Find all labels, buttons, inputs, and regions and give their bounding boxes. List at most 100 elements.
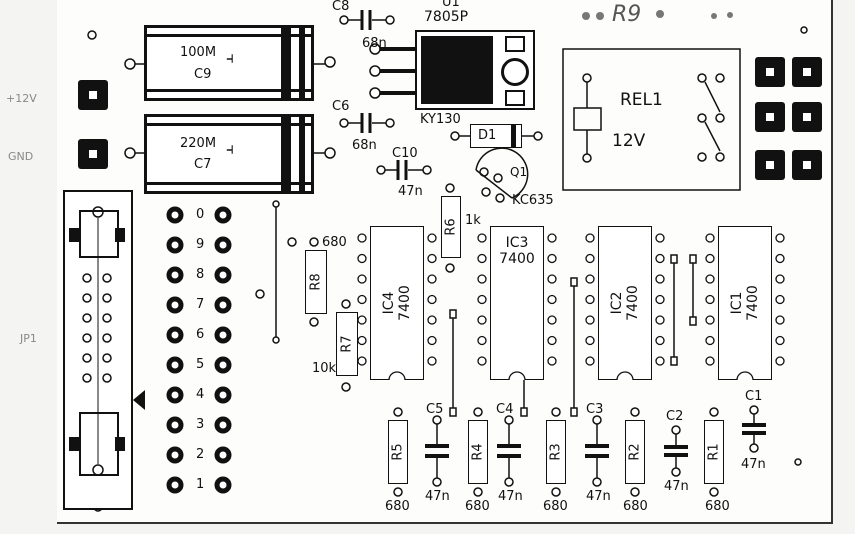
c4-name: C4 (496, 402, 514, 417)
ic-pin (655, 315, 665, 325)
ic-pin (547, 274, 557, 284)
digit-label: 2 (196, 447, 205, 462)
c10-name: C10 (392, 146, 418, 161)
ic-pin (357, 356, 367, 366)
resistor-r7: R7 (336, 312, 358, 376)
resistor-r2: R2 (625, 420, 645, 484)
ic-pin (477, 315, 487, 325)
ic-pin (775, 356, 785, 366)
ic-pin (357, 233, 367, 243)
resistor-r5: R5 (388, 420, 408, 484)
ic-pin (357, 274, 367, 284)
ic-pin (655, 253, 665, 264)
pad-output-5 (755, 150, 785, 180)
q1-name: Q1 (510, 165, 528, 179)
c6-name: C6 (332, 99, 350, 114)
resistor-r3: R3 (546, 420, 566, 484)
ic-pin (585, 294, 595, 305)
c6-value: 68n (352, 138, 377, 153)
ic-pin (477, 253, 487, 264)
c7-value: 220M (180, 136, 217, 151)
r7-value: 10k (312, 361, 337, 376)
ic-pin (427, 335, 437, 346)
ic-pin (357, 253, 367, 264)
ic-pin (427, 294, 437, 305)
ic3-name: IC3 (505, 235, 529, 252)
ic-pin (585, 274, 595, 284)
ic-pin (585, 315, 595, 325)
digit-label: 7 (196, 297, 205, 312)
ic-pin (775, 233, 785, 243)
c8-value: 68n (362, 36, 387, 51)
resistor-r8: R8 (305, 250, 327, 314)
ic-pin (477, 335, 487, 346)
c8-name: C8 (332, 0, 350, 14)
ic-pin (655, 335, 665, 346)
c7-polarity-mark: ⫞ (226, 139, 235, 158)
digit-pad-circles (166, 206, 232, 494)
digit-pad-column: 0 9 8 7 6 5 4 3 2 1 (164, 200, 244, 500)
jp1-margin-label: JP1 (20, 332, 37, 345)
ic-pin (477, 274, 487, 284)
c7-name: C7 (194, 157, 212, 172)
ic-pin (427, 233, 437, 243)
ic-pin (427, 356, 437, 366)
ic-pin (655, 233, 665, 243)
digit-label: 8 (196, 267, 205, 282)
ic-pin (477, 294, 487, 305)
ic-pin (547, 356, 557, 366)
relay-voltage: 12V (612, 131, 646, 151)
c2-name: C2 (666, 409, 684, 424)
u1-name: U1 (442, 0, 460, 10)
r3-value: 680 (543, 499, 568, 514)
relay-name: REL1 (620, 90, 663, 110)
digit-label: 9 (196, 237, 205, 252)
c9-polarity-mark: ⫞ (226, 48, 235, 67)
r4-value: 680 (465, 499, 490, 514)
ic-pin (585, 253, 595, 264)
ic-pin (775, 294, 785, 305)
c10-value: 47n (398, 184, 423, 199)
resistor-r6: R6 (441, 196, 461, 258)
ic-pin (655, 356, 665, 366)
digit-label: 6 (196, 327, 205, 342)
ic-pin (427, 315, 437, 325)
c1-name: C1 (745, 389, 763, 404)
digit-label: 3 (196, 417, 205, 432)
q1-part: KC635 (512, 193, 554, 208)
ic-pin (775, 315, 785, 325)
pad-output-6 (792, 150, 822, 180)
ic-pin (705, 356, 715, 366)
r6-value: 1k (465, 213, 481, 228)
resistor-r4: R4 (468, 420, 488, 484)
c4-value: 47n (498, 489, 523, 504)
ic-pin (477, 356, 487, 366)
ic-pin (705, 294, 715, 305)
ic-pin (655, 274, 665, 284)
ic-pin (655, 294, 665, 305)
ic-pin (357, 315, 367, 325)
pad-output-1 (755, 57, 785, 87)
ic-pin (585, 356, 595, 366)
digit-label: 1 (196, 477, 205, 492)
plus12v-margin-label: +12V (6, 92, 37, 105)
ic-pin (705, 274, 715, 284)
ic-pin (427, 274, 437, 284)
ic-pin (547, 233, 557, 243)
digit-label: 4 (196, 387, 205, 402)
ic-pin (547, 315, 557, 325)
ic3-part: 7400 (499, 251, 535, 268)
c9-value: 100M (180, 45, 217, 60)
c3-value: 47n (586, 489, 611, 504)
c5-name: C5 (426, 402, 444, 417)
handwritten-r9-note: R9 (612, 2, 642, 27)
capacitor-c9 (144, 25, 314, 101)
ic-pin (705, 315, 715, 325)
ic-pin (705, 233, 715, 243)
heatsink-label: KY130 (420, 112, 461, 127)
